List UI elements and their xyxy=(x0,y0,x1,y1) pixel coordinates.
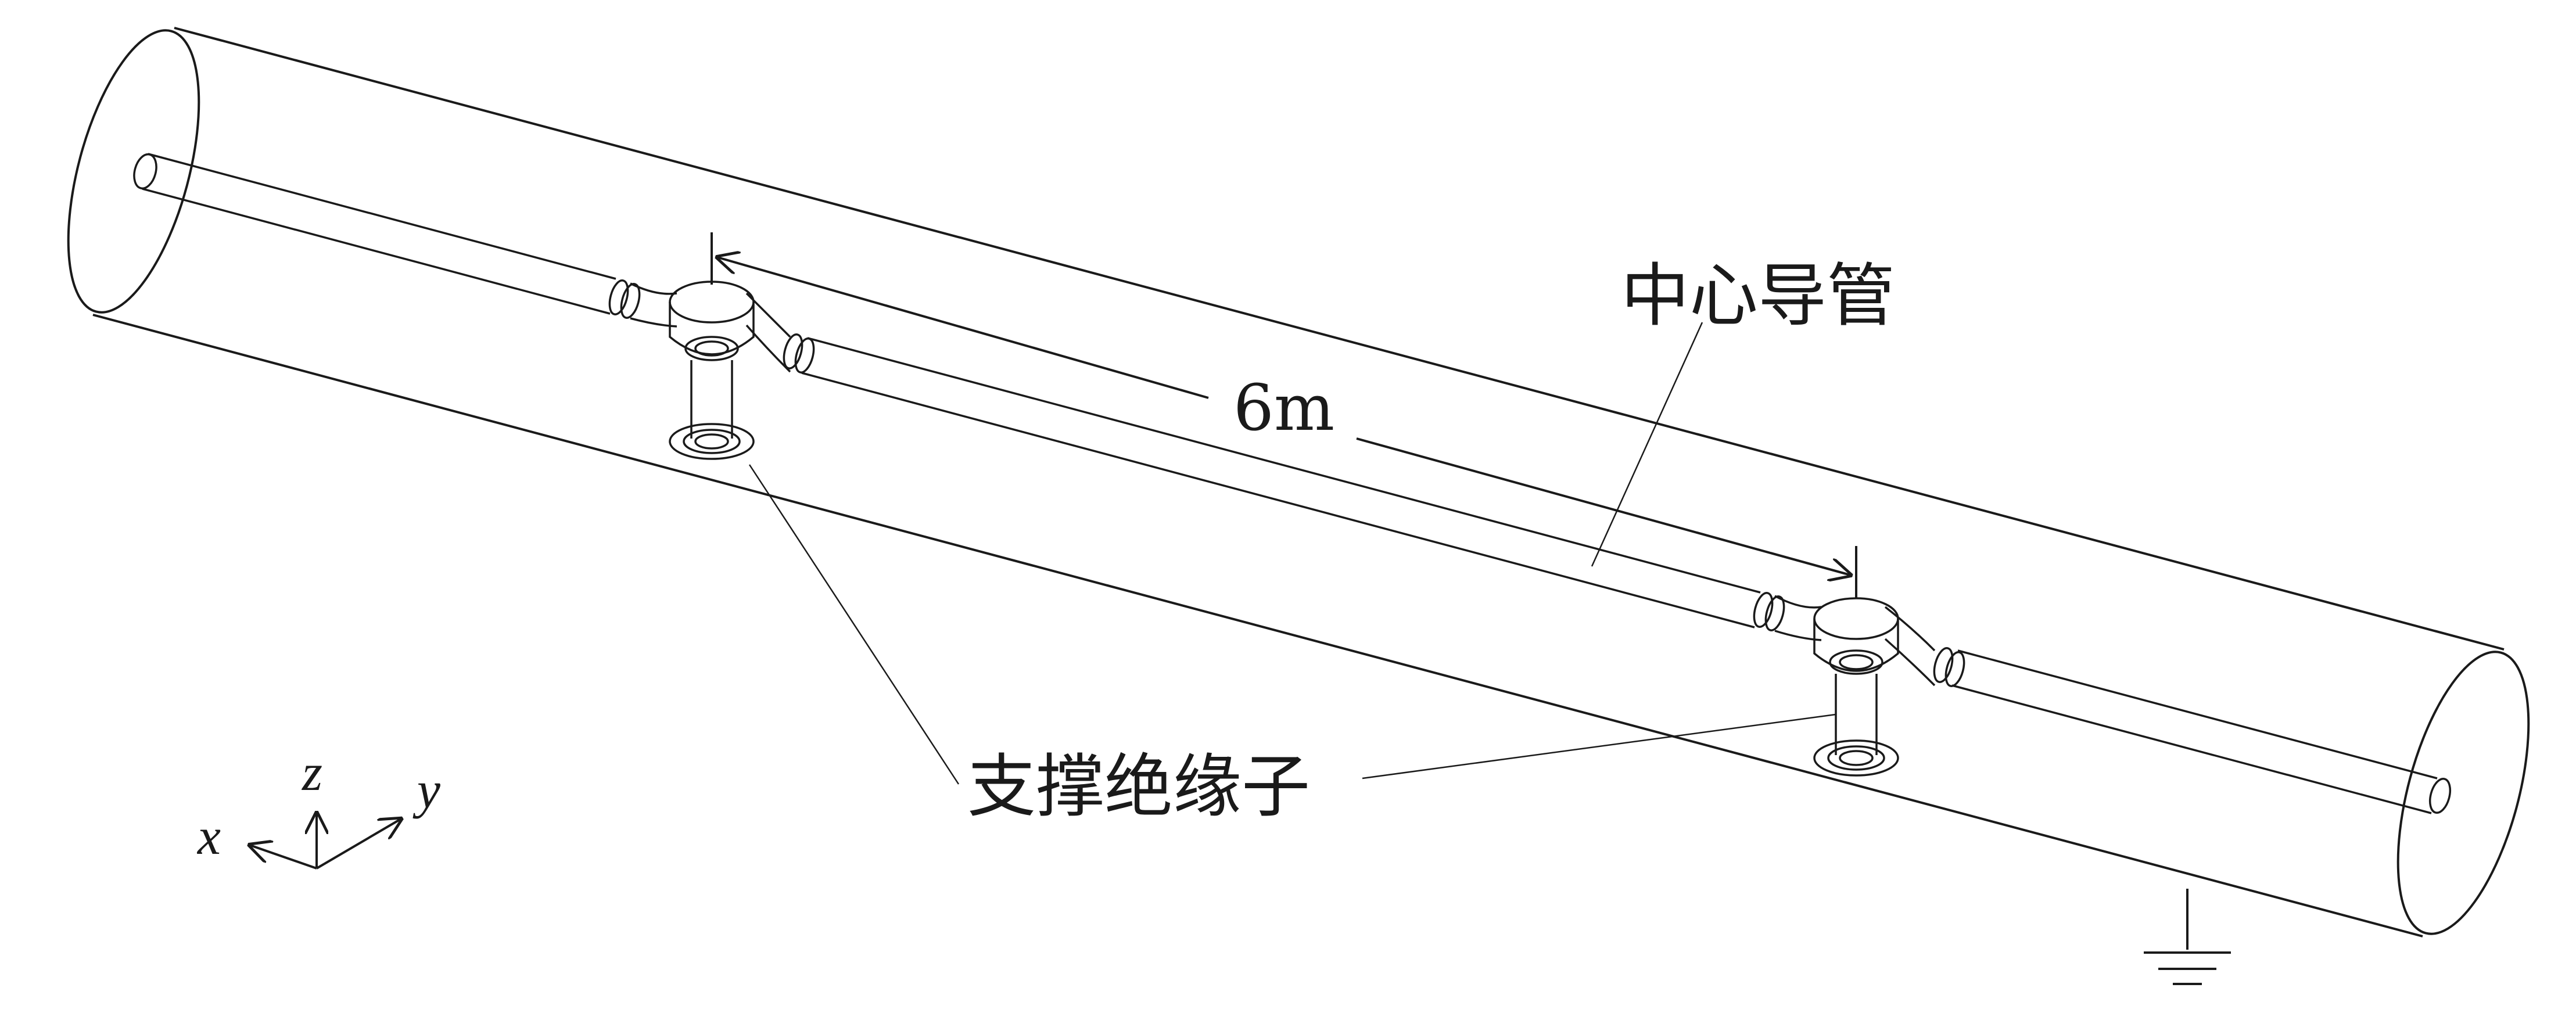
support-insulator-2 xyxy=(1813,597,1899,777)
callout-line-insulator-2 xyxy=(1362,713,1836,779)
enclosure-right-end xyxy=(2396,651,2530,935)
outer-enclosure xyxy=(67,27,2530,937)
conductor-right-end xyxy=(2428,777,2452,814)
callout-line-insulator-1 xyxy=(748,464,960,785)
dimension-arrow xyxy=(711,232,1857,598)
x-axis-arrow xyxy=(250,845,317,870)
enclosure-top-edge xyxy=(174,27,2505,651)
conductor-left-end xyxy=(133,153,157,190)
support-insulator-label: 支撑绝缘子 xyxy=(967,746,1310,827)
axis-triad xyxy=(250,813,401,870)
center-conductor xyxy=(133,153,2452,814)
enclosure-left-end xyxy=(67,29,200,314)
callout-lines xyxy=(748,322,1836,785)
support-insulator-1 xyxy=(669,281,755,460)
center-conductor-label: 中心导管 xyxy=(1621,256,1895,336)
dimension-label: 6m xyxy=(1233,371,1334,445)
enclosure-bottom-edge xyxy=(92,314,2423,937)
ground-symbol xyxy=(2144,889,2231,985)
callout-line-center-conductor xyxy=(1591,322,1703,567)
y-axis-arrow xyxy=(315,819,401,870)
x-axis-label: x xyxy=(196,808,221,865)
y-axis-label: y xyxy=(412,761,440,819)
z-axis-label: z xyxy=(301,744,322,802)
